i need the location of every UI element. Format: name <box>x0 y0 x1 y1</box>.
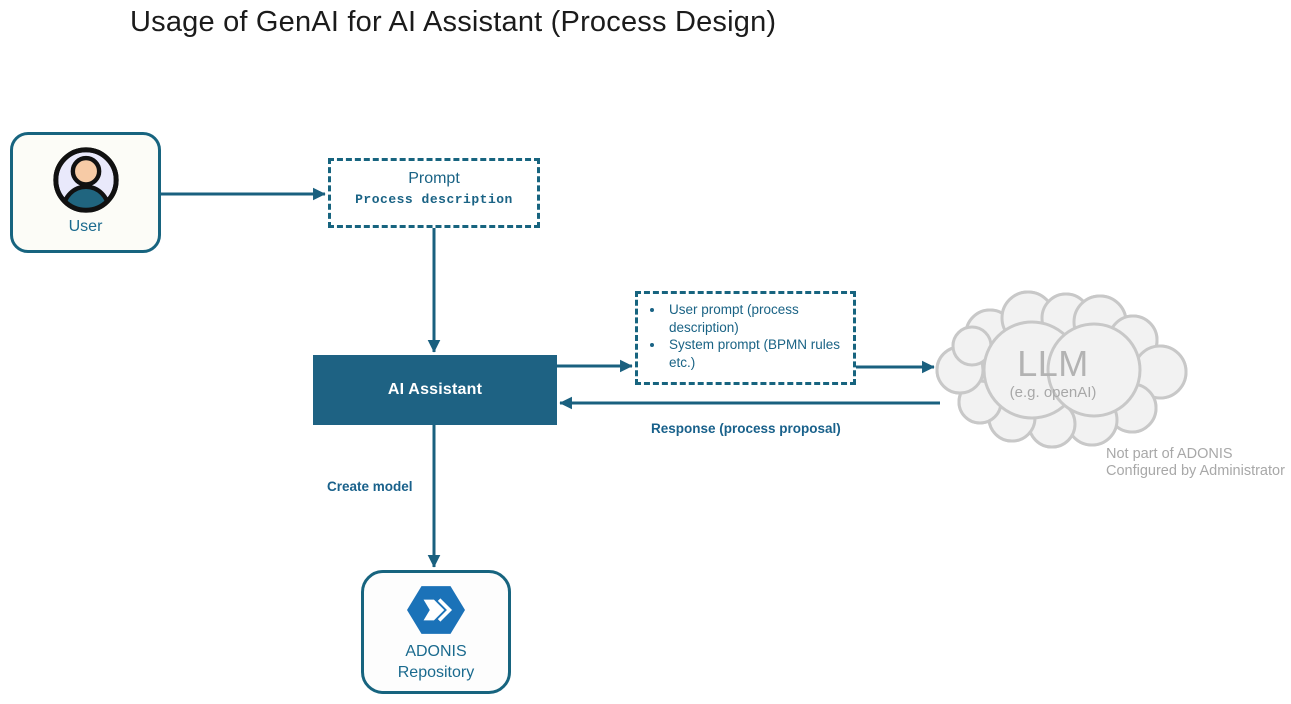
adonis-label-line1: ADONIS <box>405 643 467 660</box>
prompt-details-list: User prompt (process description) System… <box>638 301 853 371</box>
adonis-label-line2: Repository <box>397 664 475 681</box>
user-label: User <box>68 218 103 235</box>
ai-assistant-label: AI Assistant <box>387 381 483 398</box>
llm-note: Not part of ADONIS Configured by Adminis… <box>1106 446 1285 480</box>
node-ai-assistant: AI Assistant <box>313 355 557 425</box>
llm-label: LLM <box>1017 343 1089 384</box>
create-model-edge-label: Create model <box>327 479 413 494</box>
prompt-title: Prompt <box>408 170 460 187</box>
person-icon <box>52 147 119 213</box>
response-edge-label: Response (process proposal) <box>651 421 841 436</box>
node-user: User <box>10 132 161 253</box>
llm-cloud-shape: #cgrp { fill:#f2f2f2; stroke:#c8c8c8; st… <box>935 290 1188 449</box>
node-prompt-details: User prompt (process description) System… <box>635 291 856 385</box>
node-prompt: Prompt Process description <box>328 158 540 228</box>
adonis-repository-label: ADONIS Repository <box>398 641 474 683</box>
prompt-subtitle: Process description <box>355 192 513 207</box>
prompt-details-item: System prompt (BPMN rules etc.) <box>665 336 853 371</box>
llm-note-line2: Configured by Administrator <box>1106 463 1285 479</box>
llm-note-line1: Not part of ADONIS <box>1106 446 1233 462</box>
node-adonis-repository: ADONIS Repository <box>361 570 511 694</box>
prompt-details-item: User prompt (process description) <box>665 301 853 336</box>
llm-sublabel: (e.g. openAI) <box>1009 384 1097 401</box>
adonis-hexagon-icon <box>407 586 465 634</box>
diagram-title: Usage of GenAI for AI Assistant (Process… <box>130 6 777 38</box>
